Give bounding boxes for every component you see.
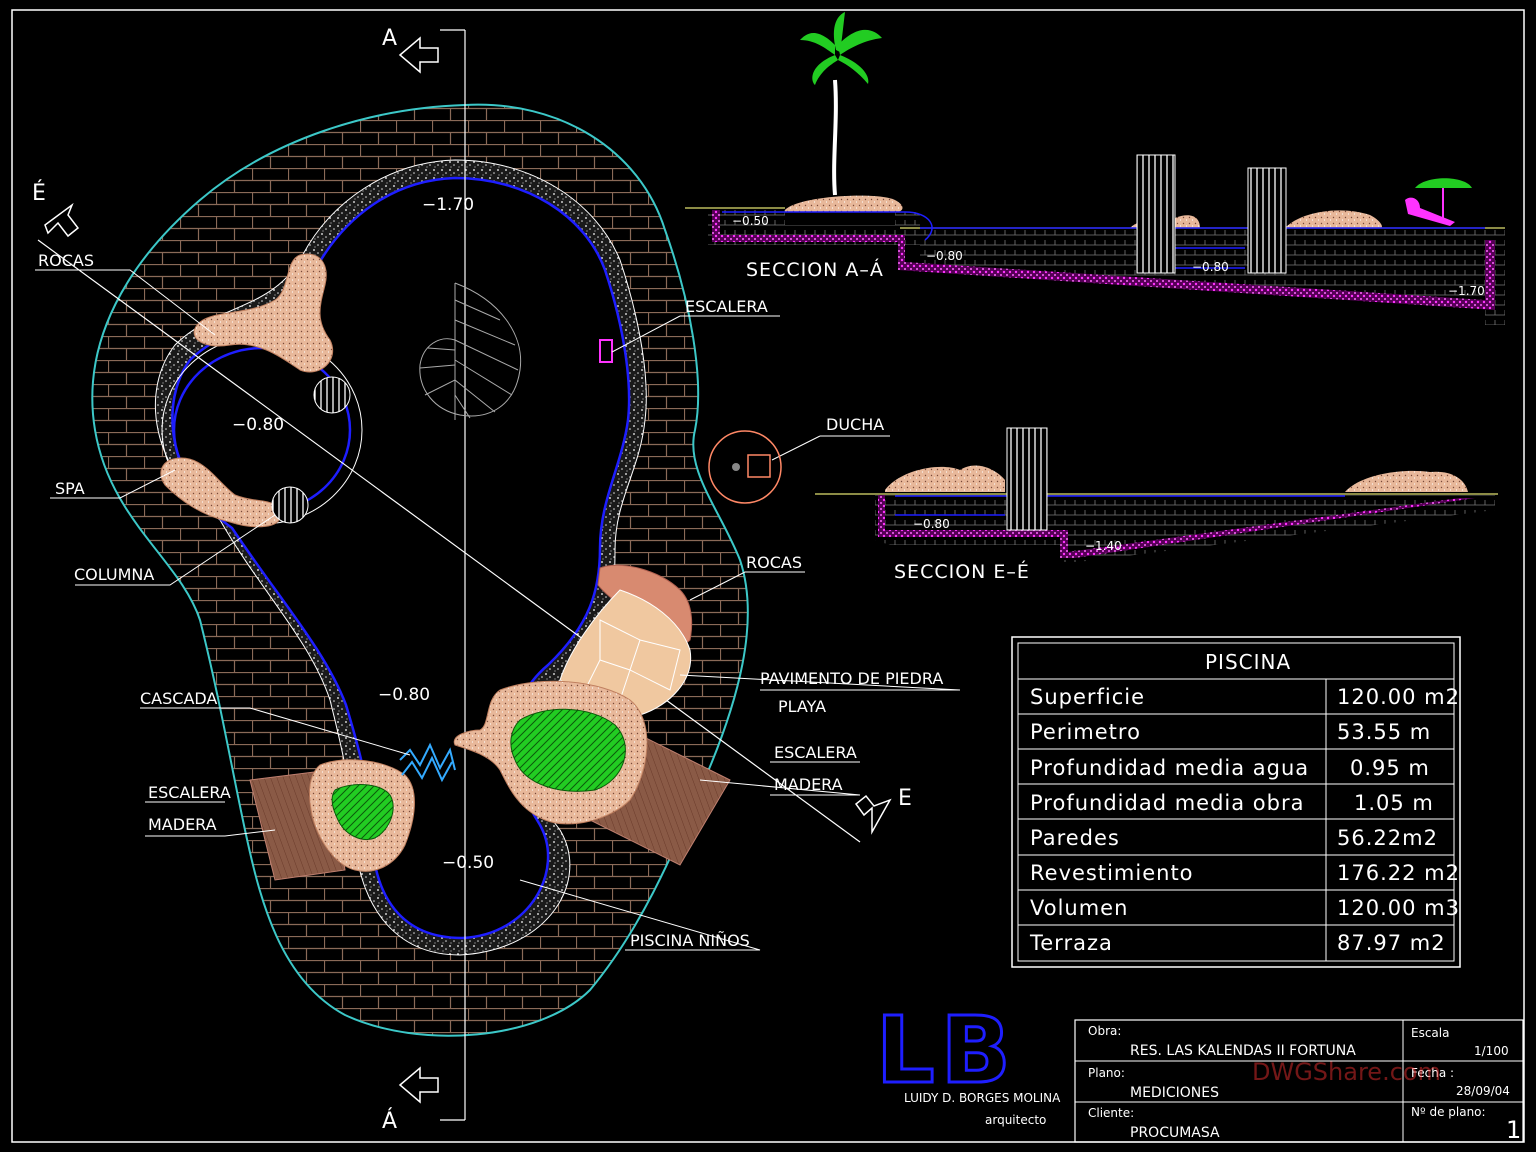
depth-spa: −0.80 <box>232 415 284 435</box>
ee-level-2: −1.40 <box>1085 539 1122 553</box>
callout-columna: COLUMNA <box>74 565 154 584</box>
callout-escalera-left: ESCALERA <box>148 783 231 802</box>
shower-icon <box>708 430 782 504</box>
obra-label: Obra: <box>1088 1024 1121 1038</box>
watermark: DWGShare.com <box>1252 1058 1441 1086</box>
column-ee <box>1006 427 1048 531</box>
sand-mound-a <box>785 195 903 212</box>
depth-main-shallow: −0.80 <box>378 685 430 705</box>
section-marker-a-bottom: Á <box>382 1108 397 1134</box>
rocks-spa <box>160 457 281 528</box>
section-marker-e-top: É <box>32 180 46 206</box>
shell-mosaic <box>419 282 522 420</box>
row-value: 120.00 m2 <box>1337 685 1460 709</box>
row-label: Paredes <box>1030 826 1120 850</box>
section-arrow-e-bottom <box>854 794 892 835</box>
row-value: 1.05 m <box>1354 791 1434 815</box>
plano-no-label: Nº de plano: <box>1411 1105 1486 1119</box>
plano-value: MEDICIONES <box>1130 1085 1219 1101</box>
ee-level-1: −0.80 <box>913 517 950 531</box>
callout-madera-left: MADERA <box>148 815 217 834</box>
callout-piscina-ninos: PISCINA NIÑOS <box>630 931 750 950</box>
row-label: Perimetro <box>1030 720 1141 744</box>
callout-rocas-right: ROCAS <box>746 553 802 572</box>
fecha-value: 28/09/04 <box>1456 1084 1510 1098</box>
ladder-icon <box>599 339 613 363</box>
architect-name: LUIDY D. BORGES MOLINA <box>904 1091 1061 1105</box>
column-2 <box>271 486 309 524</box>
callout-rocas-left: ROCAS <box>38 251 94 270</box>
section-arrow-a-bottom <box>398 1066 439 1104</box>
callout-ducha: DUCHA <box>826 415 884 434</box>
row-value: 53.55 m <box>1337 720 1431 744</box>
row-value: 87.97 m2 <box>1337 931 1446 955</box>
architect-title: arquitecto <box>985 1113 1046 1127</box>
section-ee: −0.80 −1.40 SECCION E–É <box>815 427 1498 583</box>
callout-escalera-madera-right: ESCALERA <box>774 743 857 762</box>
section-aa-liner <box>712 210 1495 310</box>
section-aa-title: SECCION A–Á <box>746 258 884 281</box>
callout-cascada: CASCADA <box>140 689 217 708</box>
section-arrow-a-top <box>398 36 439 74</box>
section-aa-body <box>708 210 1505 325</box>
sheet-border <box>11 9 1525 1143</box>
aa-level-4: −1.70 <box>1448 284 1485 298</box>
callout-pavimento: PAVIMENTO DE PIEDRA <box>760 669 943 688</box>
row-value: 120.00 m3 <box>1337 896 1460 920</box>
row-label: Profundidad media obra <box>1030 791 1304 815</box>
column-aa-2 <box>1247 167 1287 274</box>
row-label: Terraza <box>1029 931 1113 955</box>
plant-small <box>331 784 394 840</box>
aa-level-2: −0.80 <box>926 249 963 263</box>
section-aa: −0.50 −0.80 −0.80 −1.70 SECCION A–Á <box>685 12 1505 325</box>
title-block: LB LUIDY D. BORGES MOLINA arquitecto Obr… <box>875 996 1524 1144</box>
depth-kids: −0.50 <box>442 853 494 873</box>
cascade-waterfall <box>399 742 456 783</box>
section-marker-a-top: A <box>382 26 397 51</box>
callout-playa: PLAYA <box>778 697 826 716</box>
aa-level-3: −0.80 <box>1192 260 1229 274</box>
row-label: Volumen <box>1030 896 1128 920</box>
column-1 <box>313 376 351 414</box>
plano-label: Plano: <box>1088 1066 1125 1080</box>
palm-trunk <box>832 79 838 196</box>
rocks-upper <box>193 253 334 373</box>
escala-label: Escala <box>1411 1026 1449 1040</box>
pool-plan: A Á É E <box>32 26 961 1134</box>
row-value: 176.22 m2 <box>1337 861 1460 885</box>
fecha-label: Fecha : <box>1411 1066 1454 1080</box>
section-arrow-e-top <box>44 202 80 238</box>
aa-level-1: −0.50 <box>732 214 769 228</box>
depth-main-deep: −1.70 <box>422 195 474 215</box>
callout-escalera-right: ESCALERA <box>685 297 768 316</box>
row-label: Revestimiento <box>1030 861 1194 885</box>
column-aa-1 <box>1136 154 1176 274</box>
cliente-label: Cliente: <box>1088 1106 1134 1120</box>
axis-e <box>37 239 861 843</box>
plant-large <box>510 708 626 792</box>
palm-fronds <box>800 12 882 85</box>
lounger-icon <box>1405 197 1455 226</box>
row-label: Superficie <box>1030 685 1145 709</box>
callout-spa: SPA <box>55 479 85 498</box>
summary-title: PISCINA <box>1205 650 1291 674</box>
section-marker-e-bottom: E <box>898 786 912 811</box>
row-label: Profundidad media agua <box>1030 756 1309 780</box>
summary-table: PISCINA Superficie 120.00 m2 Perimetro 5… <box>1011 636 1461 968</box>
section-ee-body <box>875 495 1495 562</box>
row-value: 56.22m2 <box>1337 826 1438 850</box>
umbrella-icon <box>1415 178 1472 188</box>
firm-logo: LB <box>876 997 1017 1104</box>
plano-no-value: 1 <box>1506 1116 1521 1144</box>
section-ee-title: SECCION E–É <box>894 560 1030 583</box>
row-value: 0.95 m <box>1350 756 1430 780</box>
escala-value: 1/100 <box>1474 1044 1509 1058</box>
obra-value: RES. LAS KALENDAS II FORTUNA <box>1130 1043 1356 1059</box>
callout-madera-right: MADERA <box>774 775 843 794</box>
cliente-value: PROCUMASA <box>1130 1125 1220 1141</box>
